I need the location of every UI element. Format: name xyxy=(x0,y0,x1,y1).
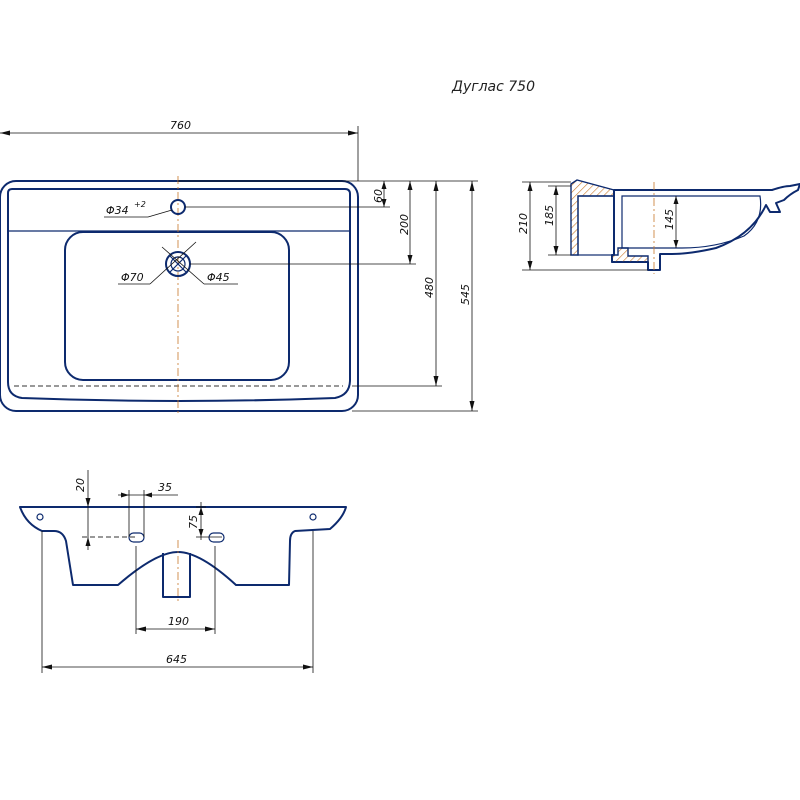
section-bowl-inner xyxy=(621,195,762,249)
dim-drain-outer: Φ70 xyxy=(121,271,144,284)
dim-bowl-depth: 145 xyxy=(663,209,676,230)
section-cavity xyxy=(577,195,615,256)
dim-tap-hole: Φ34 xyxy=(106,204,129,217)
side-section-dimensions: 210 185 145 xyxy=(517,181,679,271)
dim-drain-inner: Φ45 xyxy=(207,271,230,284)
top-view xyxy=(0,176,359,416)
front-drain-stub xyxy=(162,553,191,598)
dim-pedestal-width: 190 xyxy=(168,615,189,628)
front-view-dimensions: 20 35 75 190 645 xyxy=(41,470,314,673)
dim-height-rim: 185 xyxy=(543,205,556,226)
top-view-dimensions: 760 60 200 480 545 Φ34 +2 xyxy=(0,119,478,412)
drawing-title: Дуглас 750 xyxy=(451,79,535,95)
section-bowl-outline xyxy=(611,183,800,271)
dim-height-total: 210 xyxy=(517,213,530,234)
mount-hole-left xyxy=(36,513,44,521)
dim-mount-depth: 75 xyxy=(187,515,200,529)
dim-mount-top: 20 xyxy=(74,478,87,492)
basin-inner-rim xyxy=(7,188,351,402)
dim-depth-total: 545 xyxy=(459,284,472,305)
front-outline xyxy=(19,506,347,586)
section-drain-wall xyxy=(611,247,649,263)
drain-inner xyxy=(170,256,186,272)
front-view xyxy=(19,506,347,602)
dim-width: 760 xyxy=(170,119,191,132)
mount-slot-right xyxy=(208,532,225,543)
basin-outer-contour xyxy=(0,180,359,412)
mount-hole-right xyxy=(309,513,317,521)
side-section-view xyxy=(570,179,800,274)
dim-depth-inner: 480 xyxy=(423,277,436,298)
dim-tap-hole-tolerance: +2 xyxy=(134,200,146,209)
dim-drain-offset: 200 xyxy=(398,214,411,235)
mount-slot-left xyxy=(128,532,145,543)
dim-tap-offset: 60 xyxy=(372,189,385,203)
dim-base-width: 645 xyxy=(166,653,187,666)
dim-mount-width: 35 xyxy=(158,481,172,494)
bowl-contour xyxy=(64,231,290,381)
